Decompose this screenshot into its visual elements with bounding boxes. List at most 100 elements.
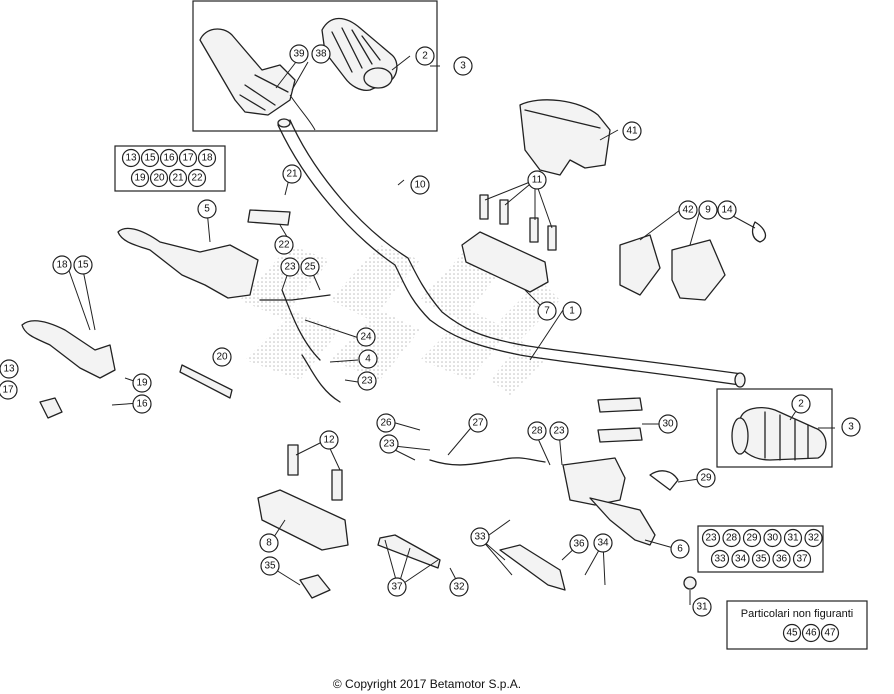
- callout-30: 30: [658, 414, 678, 434]
- callout-number: 16: [136, 399, 148, 410]
- callout-number: 21: [286, 169, 298, 180]
- callout-31: 31: [783, 528, 803, 548]
- callout-number: 18: [201, 153, 213, 164]
- callout-circle: [593, 533, 613, 553]
- callout-14: 14: [717, 200, 737, 220]
- callout-circle: [792, 549, 812, 569]
- callout-21: 21: [168, 168, 188, 188]
- callout-number: 10: [414, 180, 426, 191]
- callout-7: 7: [537, 301, 557, 321]
- callout-circle: [0, 359, 19, 379]
- callout-15: 15: [73, 255, 93, 275]
- callout-32: 32: [449, 577, 469, 597]
- switch-assembly: [619, 221, 767, 301]
- callout-2: 2: [415, 46, 435, 66]
- callout-22: 22: [274, 235, 294, 255]
- callout-number: 18: [56, 260, 68, 271]
- callout-number: 15: [144, 153, 156, 164]
- callout-circle: [470, 527, 490, 547]
- callout-number: 32: [453, 582, 465, 593]
- callout-circle: [549, 421, 569, 441]
- callout-18: 18: [197, 148, 217, 168]
- callout-circle: [358, 349, 378, 369]
- callout-circle: [569, 534, 589, 554]
- callout-16: 16: [132, 394, 152, 414]
- callout-number: 34: [735, 554, 747, 565]
- callout-23: 23: [549, 421, 569, 441]
- callout-number: 17: [182, 153, 194, 164]
- callout-circle: [658, 414, 678, 434]
- callout-circle: [376, 413, 396, 433]
- callout-37: 37: [792, 549, 812, 569]
- callout-number: 41: [626, 126, 638, 137]
- callout-circle: [783, 528, 803, 548]
- callout-circle: [274, 235, 294, 255]
- callout-circle: [212, 347, 232, 367]
- callout-30: 30: [763, 528, 782, 548]
- callout-circle: [731, 549, 750, 569]
- lower-clamp: [257, 444, 349, 599]
- callout-number: 20: [153, 173, 165, 184]
- callout-41: 41: [622, 121, 642, 141]
- callout-number: 30: [767, 533, 779, 544]
- callout-15: 15: [140, 148, 160, 168]
- callout-number: 36: [573, 539, 585, 550]
- callout-20: 20: [212, 347, 232, 367]
- callout-circle: [73, 255, 93, 275]
- callout-number: 28: [726, 533, 738, 544]
- callout-circle: [168, 168, 188, 188]
- callout-number: 2: [422, 51, 428, 62]
- callout-32: 32: [804, 528, 823, 548]
- callout-circle: [178, 148, 198, 168]
- callout-number: 23: [361, 376, 373, 387]
- callout-circle: [387, 577, 407, 597]
- callout-28: 28: [722, 528, 741, 548]
- note-title: Particolari non figuranti: [741, 608, 854, 620]
- callout-24: 24: [356, 327, 376, 347]
- callout-number: 23: [383, 439, 395, 450]
- callout-circle: [782, 623, 802, 643]
- callout-number: 26: [380, 418, 392, 429]
- callout-circle: [701, 528, 721, 548]
- callout-6: 6: [670, 539, 690, 559]
- brake-assembly: [377, 397, 697, 591]
- callout-circle: [696, 468, 716, 488]
- callout-number: 30: [662, 419, 674, 430]
- callout-circle: [159, 148, 179, 168]
- upper-clamp: [461, 194, 557, 293]
- callout-18: 18: [52, 255, 72, 275]
- callout-circle: [742, 528, 762, 548]
- callout-circle: [527, 170, 547, 190]
- callout-16: 16: [159, 148, 179, 168]
- callout-number: 35: [755, 554, 767, 565]
- callout-number: 27: [472, 418, 484, 429]
- copyright-text: © Copyright 2017 Betamotor S.p.A.: [333, 677, 521, 691]
- callout-number: 19: [136, 378, 148, 389]
- handlebar: [277, 118, 746, 388]
- callout-3: 3: [453, 56, 473, 76]
- callout-35: 35: [260, 556, 280, 576]
- callout-circle: [282, 164, 302, 184]
- callout-34: 34: [731, 549, 750, 569]
- callout-number: 3: [848, 422, 854, 433]
- callout-number: 37: [796, 554, 808, 565]
- callout-39: 39: [289, 44, 309, 64]
- callout-19: 19: [132, 373, 152, 393]
- callout-circle: [140, 148, 160, 168]
- callout-29: 29: [696, 468, 716, 488]
- callout-number: 1: [569, 306, 575, 317]
- callout-34: 34: [593, 533, 613, 553]
- callout-4: 4: [358, 349, 378, 369]
- callout-number: 23: [284, 262, 296, 273]
- callout-9: 9: [698, 200, 718, 220]
- callout-11: 11: [527, 170, 547, 190]
- callout-circle: [562, 301, 582, 321]
- callout-circle: [717, 200, 737, 220]
- callout-number: 23: [553, 426, 565, 437]
- bar-pad: [519, 99, 611, 176]
- callout-circle: [415, 46, 435, 66]
- callout-38: 38: [311, 44, 331, 64]
- callout-number: 25: [304, 262, 316, 273]
